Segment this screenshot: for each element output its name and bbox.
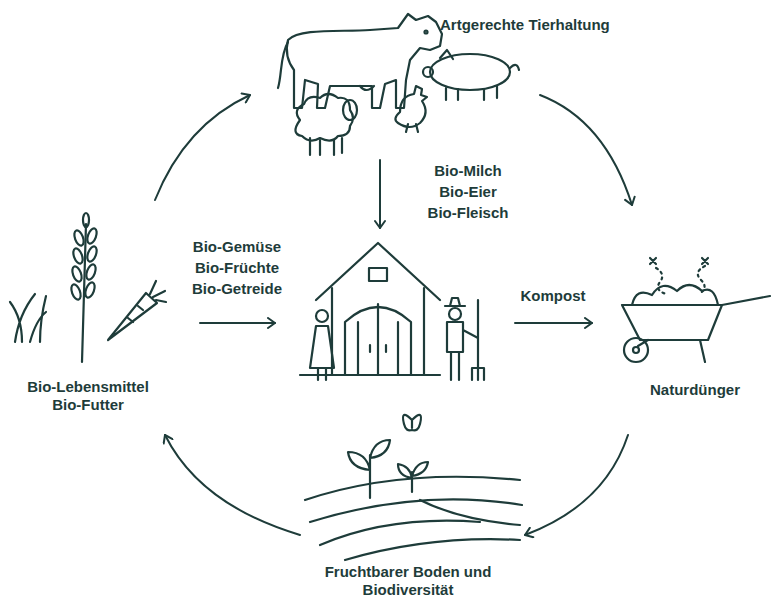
cycle-arrow [165,435,300,535]
cycle-arrow [155,95,250,200]
edge-label: Kompost [519,285,588,306]
cycle-arrow [379,160,381,228]
node-caption: Fruchtbarer Boden und Biodiversität [323,563,493,599]
diagram-node [275,228,515,383]
cycle-arrow [540,95,632,205]
farm-illustration [300,243,484,380]
diagram-node: Artgerechte Tierhaltung [250,0,540,160]
diagram-node: Fruchtbarer Boden und Biodiversität [300,400,525,605]
plants-illustration [10,213,166,362]
node-caption: Bio-Lebensmittel Bio-Futter [27,378,149,414]
wheelbarrow-illustration [622,258,770,362]
cycle-arrow [515,322,592,324]
diagram-node: Bio-Lebensmittel Bio-Futter [0,200,200,435]
node-caption: Artgerechte Tierhaltung [440,16,610,34]
edge-label: Bio-Gemüse Bio-Früchte Bio-Getreide [190,236,284,299]
node-caption: Naturdünger [650,381,740,399]
cycle-arrow [525,435,628,535]
soil-illustration [305,415,522,560]
diagram-node: Naturdünger [592,205,778,435]
animals-illustration [278,14,519,155]
edge-label: Bio-Milch Bio-Eier Bio-Fleisch [426,160,511,223]
cycle-arrow [200,322,275,324]
